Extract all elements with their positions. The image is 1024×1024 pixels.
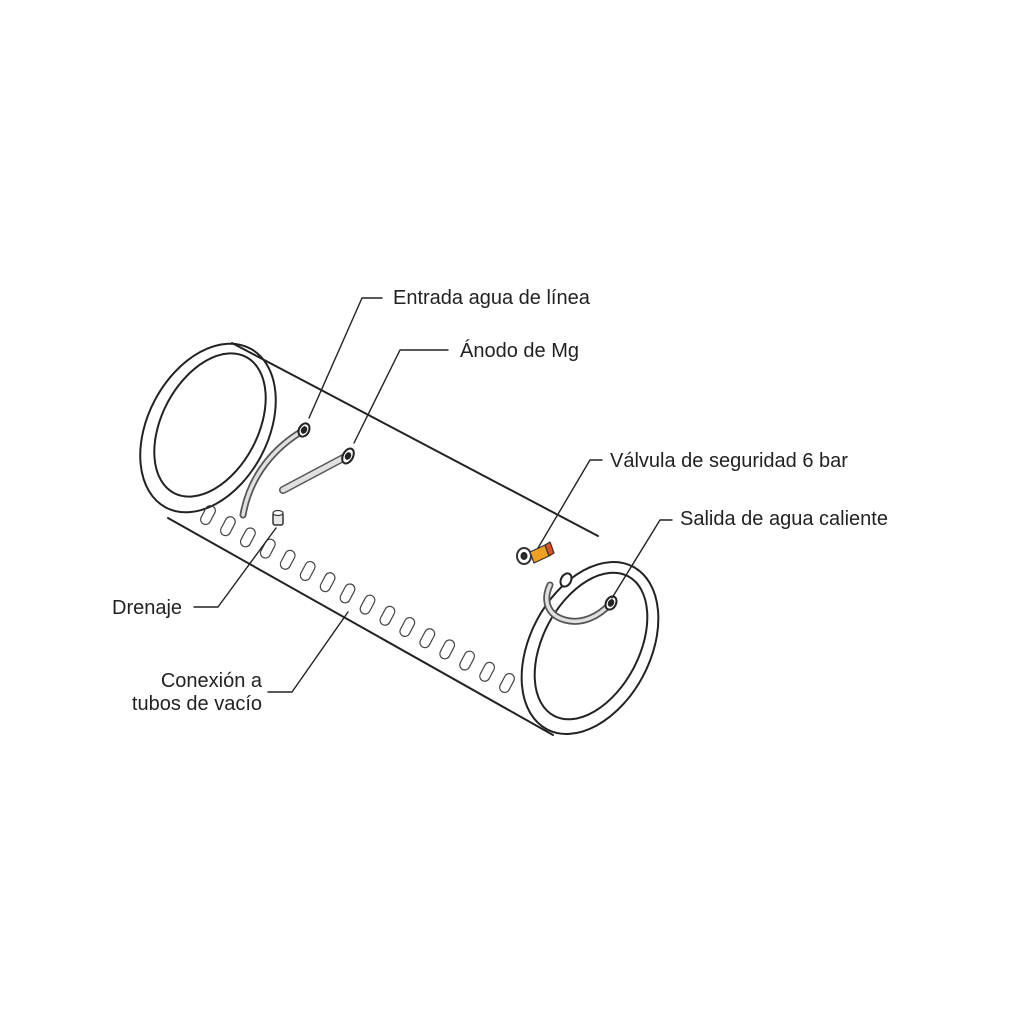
tank-right-end-outer	[520, 561, 660, 735]
label-valvula: Válvula de seguridad 6 bar	[610, 450, 848, 472]
label-conexion: Conexión a tubos de vacío	[112, 670, 262, 716]
vacuum-tube-socket	[279, 549, 296, 570]
leader-drenaje	[193, 527, 277, 608]
vacuum-tube-socket	[359, 594, 376, 615]
tank-left-end-inner	[153, 352, 267, 498]
vacuum-tube-sockets	[200, 504, 515, 694]
vacuum-tube-socket	[339, 583, 356, 604]
valve-cap	[544, 541, 555, 557]
vacuum-tube-socket	[499, 672, 515, 694]
vacuum-tube-socket	[379, 605, 396, 626]
leader-entrada	[308, 297, 383, 419]
vacuum-tube-socket	[459, 650, 476, 671]
leader-salida	[611, 519, 673, 599]
vacuum-tube-socket	[439, 639, 456, 660]
vacuum-tube-socket	[399, 616, 416, 638]
tank-right-end-inner	[533, 571, 649, 721]
label-conexion-line2: tubos de vacío	[131, 693, 262, 715]
vacuum-tube-socket	[299, 560, 316, 582]
vacuum-tube-socket	[479, 661, 496, 682]
tank-bottom-edge	[167, 517, 554, 736]
tank-left-end-outer	[139, 342, 277, 514]
vacuum-tube-socket	[200, 504, 216, 526]
leader-valvula	[537, 459, 603, 549]
label-salida: Salida de agua caliente	[680, 508, 888, 530]
label-anodo: Ánodo de Mg	[460, 340, 579, 362]
label-drenaje: Drenaje	[112, 597, 183, 619]
leader-anodo	[353, 349, 449, 444]
label-conexion-line1: Conexión a	[160, 670, 262, 692]
inlet-pipe	[239, 426, 308, 519]
label-entrada-agua: Entrada agua de línea	[393, 287, 590, 309]
tank-top-edge	[231, 342, 599, 537]
leader-conexion	[267, 611, 349, 693]
vacuum-tube-socket	[219, 516, 236, 537]
vacuum-tube-socket	[239, 527, 256, 548]
vacuum-tube-socket	[419, 628, 436, 649]
vacuum-tube-socket	[319, 572, 336, 593]
